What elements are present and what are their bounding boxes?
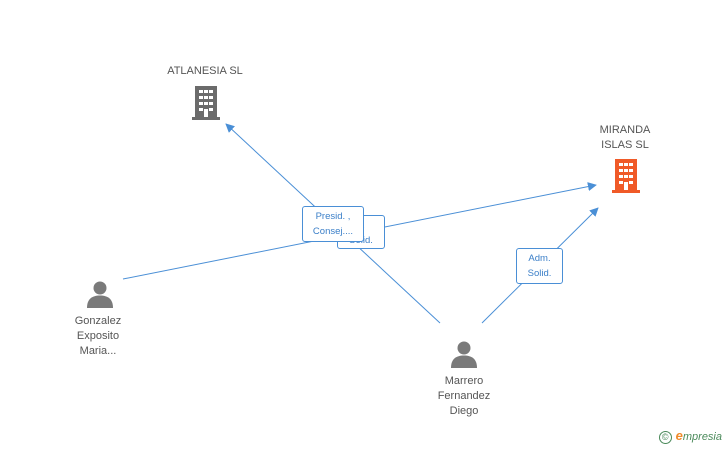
person-name-line: Marrero <box>444 375 484 387</box>
edge-label-line: Solid. <box>527 268 552 279</box>
edge-label-line: Adm. <box>528 253 551 264</box>
person-icon <box>451 341 477 368</box>
brand-name-rest: mpresia <box>682 431 722 444</box>
person-name-line: Maria... <box>79 345 117 357</box>
empresia-logo: ©empresia <box>658 428 722 444</box>
person-icon <box>87 281 113 308</box>
edge-label-line: Presid. , <box>315 211 351 222</box>
brand-e-letter: e <box>675 428 683 444</box>
person-node-gonzalez[interactable]: Gonzalez Exposito Maria... <box>50 314 146 359</box>
company-name-line: MIRANDA <box>599 124 651 136</box>
person-name-line: Diego <box>449 405 479 417</box>
company-node-miranda[interactable]: MIRANDA ISLAS SL <box>575 123 675 153</box>
person-node-marrero[interactable]: Marrero Fernandez Diego <box>414 374 514 419</box>
company-node-atlanesia[interactable]: ATLANESIA SL <box>150 64 260 79</box>
edge-label-line: Consej.... <box>312 226 354 237</box>
copyright-icon: © <box>658 431 672 444</box>
company-name-line: ATLANESIA SL <box>167 65 243 77</box>
person-name-line: Gonzalez <box>74 315 122 327</box>
person-name-line: Fernandez <box>437 390 491 402</box>
edge-label-adm[interactable]: Adm. Solid. <box>516 248 563 284</box>
company-name-line: ISLAS SL <box>601 139 649 151</box>
edge-label-presid[interactable]: Presid. , Consej.... <box>302 206 364 242</box>
building-icon <box>192 86 220 120</box>
person-name-line: Exposito <box>76 330 120 342</box>
building-icon <box>612 159 640 193</box>
